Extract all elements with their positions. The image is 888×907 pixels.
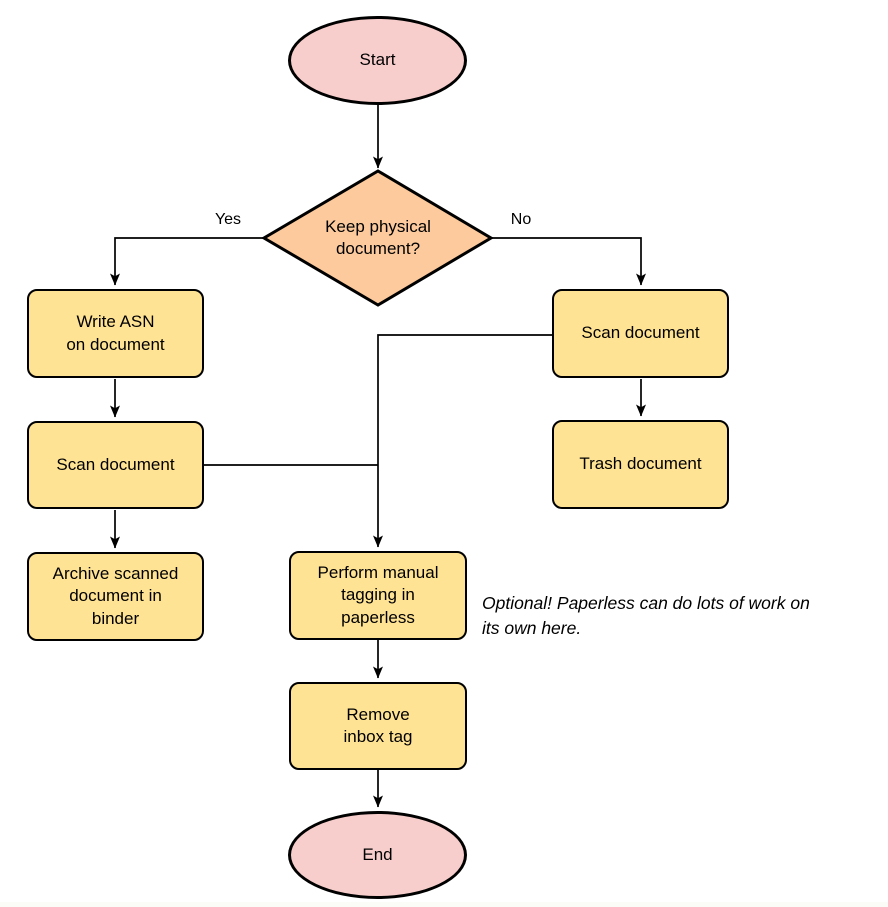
scan-document-right-node: Scan document	[552, 289, 729, 378]
connector-decision-to-write-asn	[110, 237, 265, 286]
manual-tagging-node: Perform manual tagging in paperless	[289, 551, 467, 640]
connector-scan-right-to-tagging	[373, 334, 552, 548]
optional-note: Optional! Paperless can do lots of work …	[482, 593, 810, 639]
page-bottom-edge	[0, 902, 888, 907]
write-asn-node: Write ASN on document	[27, 289, 204, 378]
scan-document-left-node: Scan document	[27, 421, 204, 509]
connector-decision-to-scan-right	[490, 237, 646, 286]
edge-label-no: No	[510, 211, 532, 228]
trash-document-node: Trash document	[552, 420, 729, 509]
start-node: Start	[288, 16, 467, 105]
decision-node-shape	[261, 169, 494, 307]
edge-label-yes: Yes	[214, 211, 242, 228]
decision-node-label: Keep physical document?	[325, 216, 431, 258]
end-node: End	[288, 811, 467, 899]
remove-inbox-tag-node: Remove inbox tag	[289, 682, 467, 770]
archive-node: Archive scanned document in binder	[27, 552, 204, 641]
